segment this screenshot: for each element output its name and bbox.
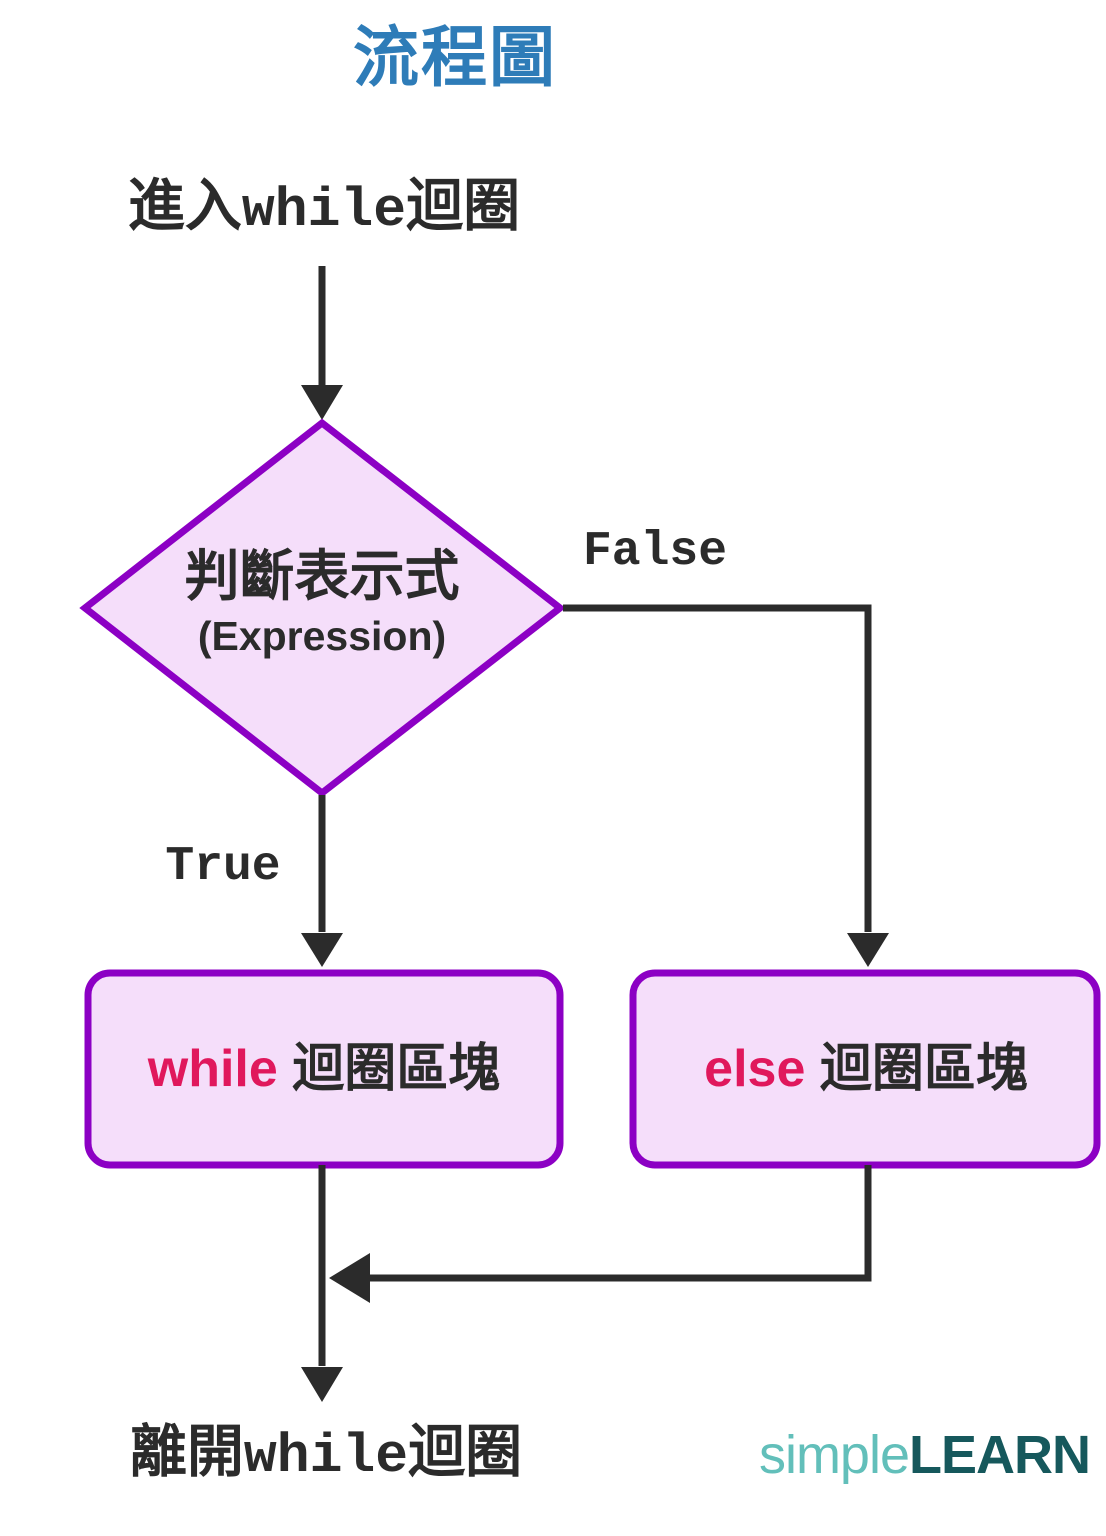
entry-label: 進入while迴圈 bbox=[128, 178, 520, 239]
entry-label-suffix: 迴圈 bbox=[406, 174, 521, 238]
true-branch-label: True bbox=[165, 840, 281, 894]
exit-label-keyword: while bbox=[243, 1426, 409, 1488]
decision-label: 判斷表示式 (Expression) bbox=[184, 549, 459, 657]
while-block-text: 迴圈區塊 bbox=[277, 1040, 501, 1098]
else-block-text: 迴圈區塊 bbox=[805, 1040, 1028, 1098]
false-branch-arrow bbox=[563, 604, 889, 967]
decision-label-sub: (Expression) bbox=[197, 613, 447, 659]
while-block-keyword: while bbox=[147, 1040, 278, 1098]
exit-label-suffix: 迴圈 bbox=[408, 1420, 523, 1484]
else-block-keyword: else bbox=[704, 1040, 806, 1098]
entry-label-prefix: 進入 bbox=[127, 174, 242, 238]
false-branch-label: False bbox=[582, 525, 728, 579]
exit-label: 離開while迴圈 bbox=[130, 1424, 522, 1485]
exit-label-prefix: 離開 bbox=[129, 1420, 244, 1484]
entry-arrow bbox=[301, 266, 343, 420]
true-branch-arrow bbox=[301, 795, 343, 967]
brand-logo-learn: LEARN bbox=[909, 1425, 1091, 1485]
merge-arrow bbox=[329, 1165, 872, 1303]
decision-diamond-shape bbox=[79, 418, 566, 798]
else-block-label: else 迴圈區塊 bbox=[704, 1043, 1028, 1095]
entry-label-keyword: while bbox=[241, 180, 407, 242]
while-block-label: while 迴圈區塊 bbox=[148, 1043, 500, 1095]
page-title: 流程圖 bbox=[353, 20, 557, 94]
decision-label-main: 判斷表示式 bbox=[184, 545, 460, 607]
brand-logo: simpleLEARN bbox=[758, 1425, 1091, 1485]
brand-logo-simple: simple bbox=[758, 1425, 910, 1485]
exit-arrow bbox=[301, 1165, 343, 1402]
